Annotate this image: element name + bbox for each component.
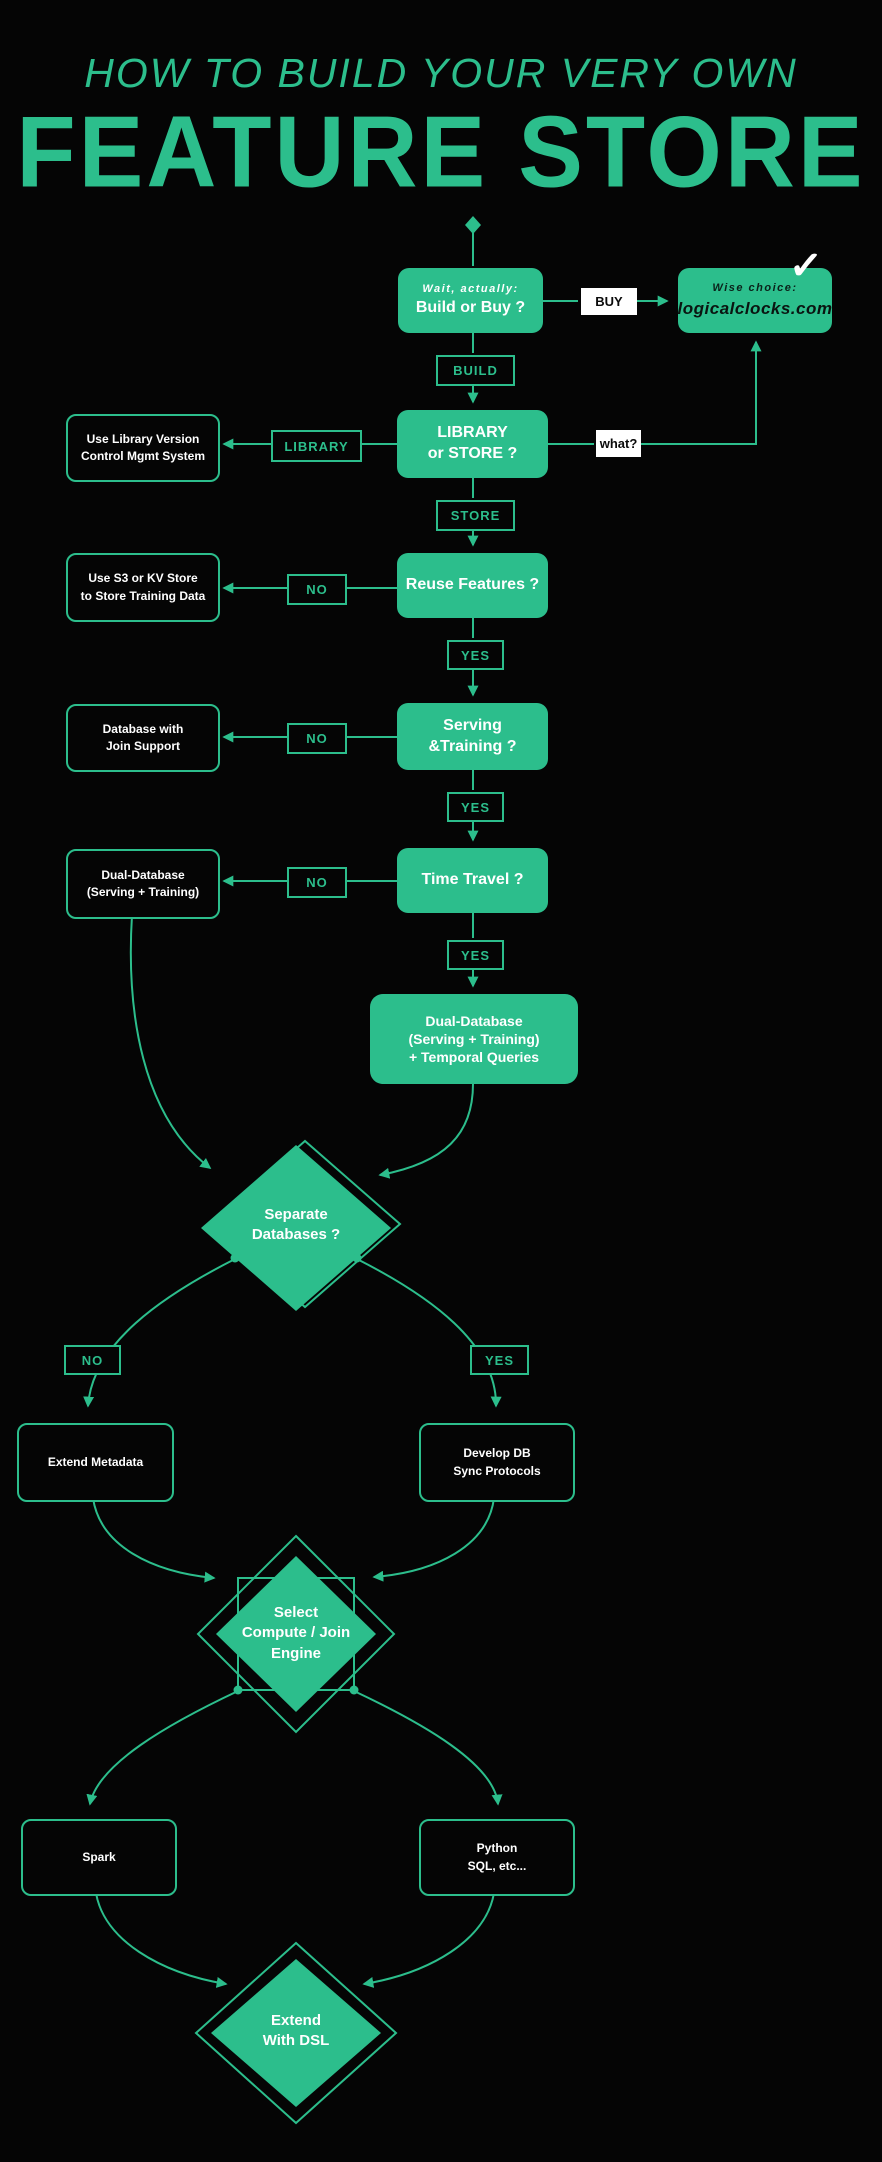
tag-no-separate: NO	[64, 1345, 121, 1375]
page-title-kicker: HOW TO BUILD YOUR VERY OWN	[84, 50, 798, 96]
node-python-sql-line1: Python	[476, 1841, 518, 1856]
logicalclocks-link: logicalclocks.com	[677, 298, 833, 318]
node-time-travel: Time Travel ?	[397, 848, 548, 913]
tag-yes-serving: YES	[447, 792, 504, 822]
node-dual-database-temporal-line1: Dual-Database	[425, 1012, 523, 1029]
tag-library: LIBRARY	[271, 430, 362, 462]
node-dual-database-temporal-line3: + Temporal Queries	[408, 1049, 540, 1066]
node-spark-title: Spark	[82, 1849, 116, 1864]
separate-databases-diamond	[201, 1139, 402, 1311]
node-select-compute-line1: Select	[273, 1604, 319, 1621]
tag-yes-timetravel: YES	[447, 940, 504, 970]
node-spark: Spark	[21, 1819, 177, 1896]
select-compute-fill	[216, 1556, 376, 1712]
node-reuse-features-title: Reuse Features ?	[405, 576, 540, 594]
node-extend-dsl-line1: Extend	[270, 2012, 321, 2029]
arrow-separate-yes-to-developdb	[356, 1258, 502, 1408]
checkmark-icon: ✓	[787, 243, 824, 289]
node-build-or-buy: Wait, actually: Build or Buy ?	[398, 268, 543, 333]
node-time-travel-title: Time Travel ?	[421, 871, 524, 889]
tag-yes-reuse: YES	[447, 640, 504, 670]
node-use-s3-line1: Use S3 or KV Store	[88, 571, 198, 586]
node-develop-db-sync-line2: Sync Protocols	[453, 1463, 541, 1478]
node-serving-training: Serving &Training ?	[397, 703, 548, 770]
select-right-port-dot	[349, 1685, 359, 1695]
page-title: FEATURE STORE	[16, 95, 866, 209]
tag-no-reuse: NO	[287, 574, 347, 605]
node-dual-database: Dual-Database (Serving + Training)	[66, 849, 220, 919]
node-extend-metadata-title: Extend Metadata	[47, 1454, 144, 1469]
node-build-or-buy-pre: Wait, actually:	[422, 282, 519, 295]
node-library-or-store-line1: LIBRARY	[437, 424, 508, 442]
node-develop-db-sync: Develop DB Sync Protocols	[419, 1423, 575, 1502]
tag-build: BUILD	[436, 355, 515, 386]
node-reuse-features: Reuse Features ?	[397, 553, 548, 618]
node-library-or-store-line2: or STORE ?	[427, 445, 518, 462]
arrow-temporal-to-separate	[378, 1083, 474, 1179]
node-serving-training-line2: &Training ?	[428, 737, 517, 755]
node-use-library: Use Library Version Control Mgmt System	[66, 414, 220, 482]
extend-dsl-diamond	[194, 1941, 398, 2125]
node-separate-databases-line2: Databases ?	[251, 1226, 341, 1244]
node-dual-database-temporal-line2: (Serving + Training)	[408, 1030, 540, 1047]
tag-yes-separate: YES	[470, 1345, 529, 1375]
arrow-spark-to-extenddsl	[95, 1892, 228, 1988]
node-wise-choice-pre: Wise choice:	[712, 282, 798, 295]
extend-dsl-outline	[194, 1941, 398, 2125]
node-database-join-line2: Join Support	[106, 739, 180, 753]
tag-buy: BUY	[581, 288, 637, 315]
node-select-compute-label: Select Compute / Join Engine	[206, 1603, 386, 1664]
node-dual-database-line1: Dual-Database	[101, 867, 185, 882]
tag-no-timetravel: NO	[287, 867, 347, 898]
node-develop-db-sync-line1: Develop DB	[463, 1446, 531, 1461]
extend-dsl-fill	[211, 1959, 381, 2107]
connector-lines	[83, 233, 762, 1988]
separate-right-port-dot	[352, 1253, 362, 1263]
tag-store: STORE	[436, 500, 515, 531]
node-use-library-line1: Use Library Version	[86, 431, 200, 446]
node-database-join-line1: Database with	[102, 721, 184, 736]
arrow-separate-no-to-extendmetadata	[83, 1258, 236, 1408]
node-use-s3: Use S3 or KV Store to Store Training Dat…	[66, 553, 220, 622]
tag-no-serving: NO	[287, 723, 347, 754]
select-left-port-dot	[233, 1685, 243, 1695]
top-bullet-diamond	[465, 216, 481, 234]
node-wise-choice: Wise choice: logicalclocks.com	[678, 268, 832, 333]
node-use-s3-line2: to Store Training Data	[80, 588, 206, 603]
select-compute-outline	[196, 1534, 396, 1734]
node-select-compute-line3: Engine	[270, 1644, 321, 1662]
arrow-select-to-spark	[86, 1690, 239, 1806]
node-separate-databases-line1: Separate	[264, 1206, 328, 1223]
node-python-sql: Python SQL, etc...	[419, 1819, 575, 1896]
node-select-compute-line2: Compute / Join	[241, 1624, 351, 1642]
node-library-or-store: LIBRARY or STORE ?	[397, 410, 548, 478]
separate-left-port-dot	[230, 1253, 240, 1263]
node-dual-database-temporal: Dual-Database (Serving + Training) + Tem…	[370, 994, 578, 1084]
arrow-what-to-wisechoice	[641, 340, 762, 445]
node-serving-training-line1: Serving	[443, 716, 502, 734]
node-extend-dsl-label: Extend With DSL	[206, 2011, 386, 2052]
arrow-python-to-extenddsl	[362, 1892, 495, 1988]
tag-what: what?	[596, 430, 641, 457]
node-database-join: Database with Join Support	[66, 704, 220, 772]
node-separate-databases-label: Separate Databases ?	[206, 1205, 386, 1246]
node-extend-dsl-line2: With DSL	[262, 2032, 330, 2050]
node-build-or-buy-title: Build or Buy ?	[415, 299, 526, 317]
select-compute-diamond	[196, 1534, 396, 1734]
arrow-dualdb-to-separate	[129, 914, 212, 1170]
arrow-select-to-python	[353, 1690, 503, 1806]
separate-databases-fill	[201, 1145, 391, 1311]
arrow-extendmetadata-to-select	[92, 1497, 216, 1583]
arrow-developdb-to-select	[372, 1497, 495, 1582]
node-use-library-line2: Control Mgmt System	[80, 449, 205, 463]
node-dual-database-line2: (Serving + Training)	[86, 885, 200, 899]
node-python-sql-line2: SQL, etc...	[467, 1858, 527, 1873]
node-extend-metadata: Extend Metadata	[17, 1423, 174, 1502]
